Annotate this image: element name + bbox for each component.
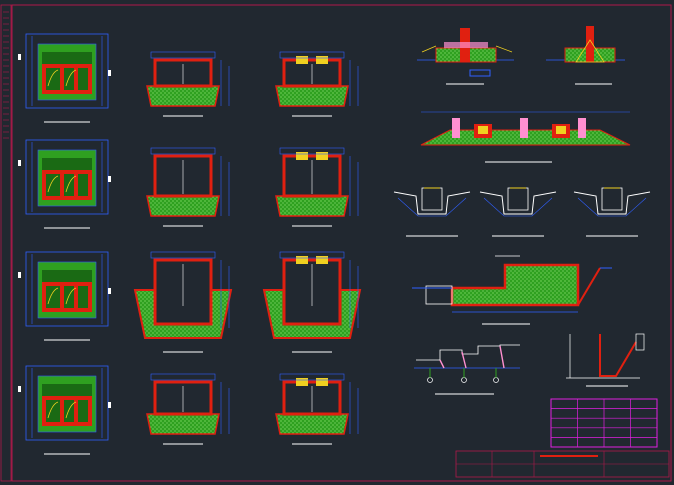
large-section — [412, 255, 612, 325]
section-mid-1 — [146, 147, 230, 227]
trench-section-2 — [479, 187, 557, 237]
section-small-2 — [275, 51, 359, 117]
section-deep-2 — [262, 251, 362, 353]
plan-view-2 — [18, 139, 111, 229]
section-mid-2 — [275, 147, 359, 227]
section-deep-1 — [133, 251, 233, 353]
corner-detail — [566, 333, 645, 387]
section-small-4 — [275, 373, 359, 445]
detail-elevation-1 — [417, 28, 514, 85]
plan-view-4 — [18, 365, 111, 455]
section-small-1 — [146, 51, 230, 117]
margin-ruler-marks — [3, 11, 9, 139]
trench-section-1 — [393, 187, 471, 237]
title-block — [455, 450, 670, 478]
trench-section-3 — [573, 187, 651, 237]
plan-views-column — [18, 33, 111, 455]
long-section — [420, 111, 631, 163]
drawing-frame — [11, 4, 672, 482]
plan-view-3 — [18, 251, 111, 341]
section-small-3 — [146, 373, 230, 445]
plan-view-1 — [18, 33, 111, 123]
detail-elevation-2 — [546, 26, 625, 85]
step-detail — [414, 344, 520, 395]
trench-sections — [393, 187, 651, 237]
left-margin-strip — [0, 4, 12, 482]
section-views — [133, 51, 362, 445]
schedule-table — [550, 398, 658, 448]
